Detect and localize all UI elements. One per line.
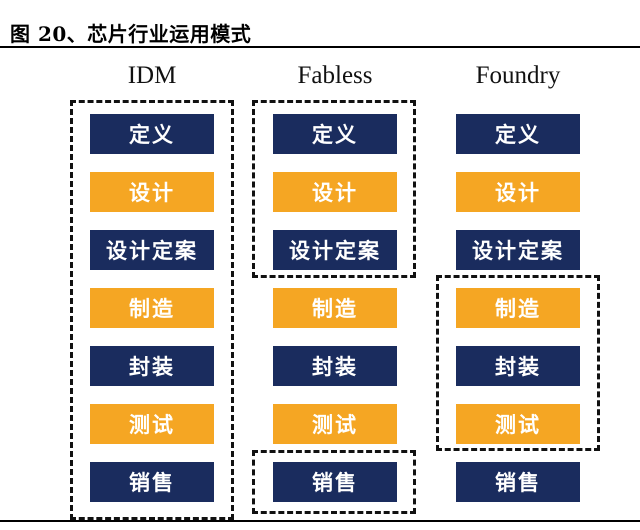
idm-step-tapeout: 设计定案 (90, 230, 214, 270)
fabless-step-testing: 测试 (273, 404, 397, 444)
fabless-step-packaging: 封装 (273, 346, 397, 386)
foundry-step-packaging: 封装 (456, 346, 580, 386)
idm-step-testing: 测试 (90, 404, 214, 444)
foundry-step-testing: 测试 (456, 404, 580, 444)
idm-step-manufacture: 制造 (90, 288, 214, 328)
foundry-step-tapeout: 设计定案 (456, 230, 580, 270)
idm-step-packaging: 封装 (90, 346, 214, 386)
foundry-manufacture-scope-outline (436, 275, 600, 451)
foundry-step-manufacture: 制造 (456, 288, 580, 328)
idm-step-design: 设计 (90, 172, 214, 212)
idm-scope-outline (70, 100, 234, 520)
idm-step-sales: 销售 (90, 462, 214, 502)
bottom-rule (0, 520, 640, 522)
figure-title: 图 20、芯片行业运用模式 (10, 22, 252, 46)
fabless-step-sales: 销售 (273, 462, 397, 502)
column-header-fabless: Fabless (297, 62, 373, 89)
fabless-sales-scope-outline (252, 450, 416, 514)
title-rule (0, 46, 640, 48)
column-header-idm: IDM (127, 62, 177, 89)
column-header-foundry: Foundry (475, 62, 561, 89)
fabless-step-manufacture: 制造 (273, 288, 397, 328)
fabless-step-tapeout: 设计定案 (273, 230, 397, 270)
foundry-step-design: 设计 (456, 172, 580, 212)
fabless-design-scope-outline (252, 100, 416, 278)
fabless-step-define: 定义 (273, 114, 397, 154)
fabless-step-design: 设计 (273, 172, 397, 212)
foundry-step-define: 定义 (456, 114, 580, 154)
idm-step-define: 定义 (90, 114, 214, 154)
foundry-step-sales: 销售 (456, 462, 580, 502)
